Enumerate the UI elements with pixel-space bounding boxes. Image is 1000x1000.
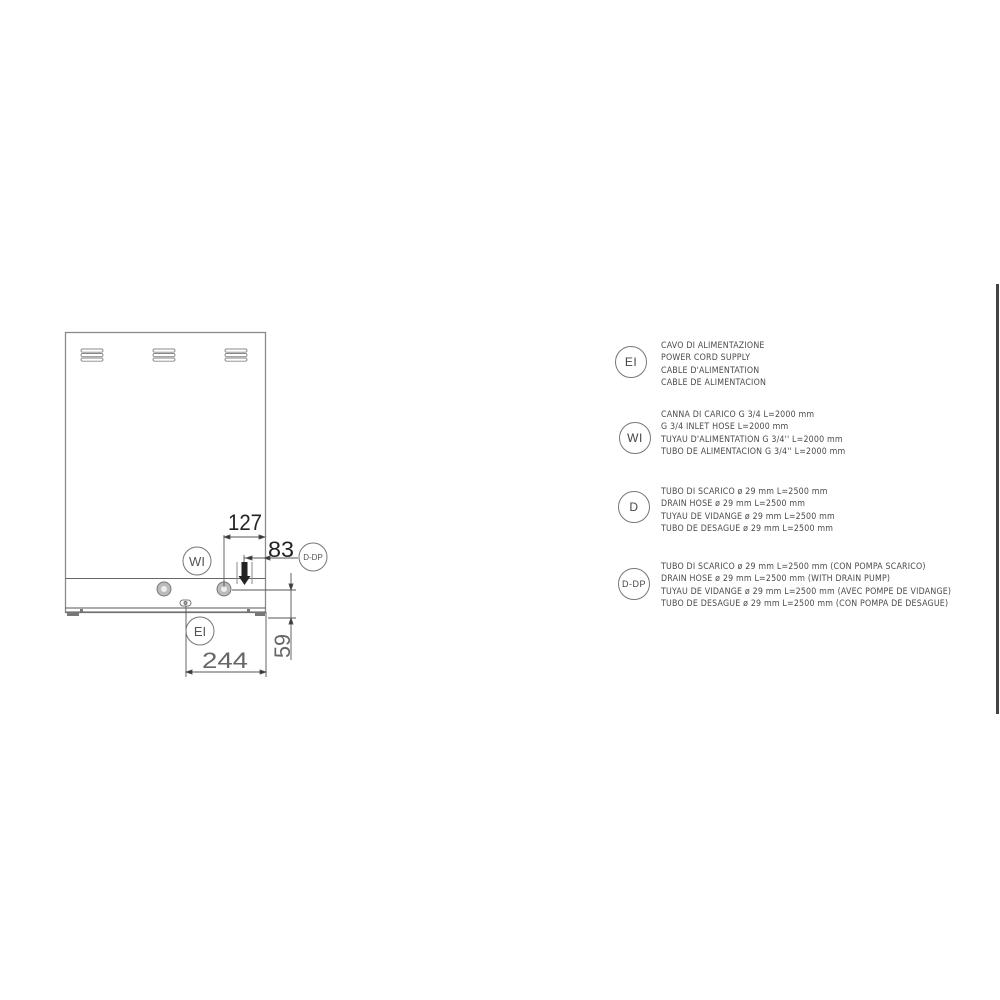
dimension-83: 83 — [268, 537, 294, 562]
legend-line: TUYAU D'ALIMENTATION G 3/4'' L=2000 mm — [661, 434, 843, 445]
legend-line: TUBO DI SCARICO ø 29 mm L=2500 mm (CON P… — [661, 562, 926, 572]
legend-line: CANNA DI CARICO G 3/4 L=2000 mm — [661, 410, 815, 420]
legend-line: G 3/4 INLET HOSE L=2000 mm — [661, 422, 789, 433]
legend-line: TUBO DE ALIMENTACION G 3/4'' L=2000 mm — [661, 447, 846, 458]
legend-ei-badge: EI — [615, 346, 647, 378]
fitting-connector-icon — [156, 581, 232, 597]
callout-ei-label: EI — [194, 624, 206, 639]
legend-line: TUBO DE DESAGUE ø 29 mm L=2500 mm — [661, 524, 834, 535]
legend-d-code: D — [629, 500, 639, 514]
legend-ei-lines: CAVO DI ALIMENTAZIONE POWER CORD SUPPLY … — [661, 340, 766, 390]
legend-ddp-badge: D-DP — [618, 568, 650, 600]
callout-ddp-label: D-DP — [303, 553, 323, 562]
legend-line: DRAIN HOSE ø 29 mm L=2500 mm (WITH DRAIN… — [661, 574, 891, 585]
legend-line: CABLE DE ALIMENTACION — [661, 378, 767, 389]
callout-ei-circle — [185, 616, 215, 646]
legend-wi-code: WI — [627, 431, 643, 445]
callout-ddp-circle — [298, 542, 328, 572]
legend-line: CAVO DI ALIMENTAZIONE — [661, 341, 765, 351]
drain-arrow-icon — [236, 562, 253, 585]
dimension-244: 244 — [202, 648, 248, 673]
legend-line: POWER CORD SUPPLY — [661, 353, 751, 364]
vent-grille-icon — [80, 348, 248, 362]
callout-wi-circle — [182, 546, 212, 576]
legend-ddp-lines: TUBO DI SCARICO ø 29 mm L=2500 mm (CON P… — [661, 561, 951, 611]
foot-icon — [67, 609, 265, 616]
callout-wi-label: WI — [189, 554, 205, 569]
dimension-127: 127 — [228, 510, 262, 535]
legend-ei-code: EI — [624, 355, 638, 369]
legend-d-badge: D — [618, 491, 650, 523]
legend-line: TUBO DE DESAGUE ø 29 mm L=2500 mm (CON P… — [661, 599, 949, 610]
legend-d-lines: TUBO DI SCARICO ø 29 mm L=2500 mm DRAIN … — [661, 486, 835, 536]
legend-ddp-code: D-DP — [622, 579, 646, 589]
power-cord-outlet-icon — [179, 599, 192, 607]
appliance-body-outline — [64, 331, 267, 614]
page-edge-border — [996, 284, 999, 714]
legend-wi-badge: WI — [619, 422, 651, 454]
legend-line: TUYAU DE VIDANGE ø 29 mm L=2500 mm (AVEC… — [661, 586, 952, 597]
legend-line: CABLE D'ALIMENTATION — [661, 365, 760, 376]
dimension-59: 59 — [270, 634, 295, 658]
legend-line: DRAIN HOSE ø 29 mm L=2500 mm — [661, 499, 806, 510]
legend-line: TUYAU DE VIDANGE ø 29 mm L=2500 mm — [661, 511, 835, 522]
legend-wi-lines: CANNA DI CARICO G 3/4 L=2000 mm G 3/4 IN… — [661, 409, 845, 459]
legend-line: TUBO DI SCARICO ø 29 mm L=2500 mm — [661, 487, 828, 497]
